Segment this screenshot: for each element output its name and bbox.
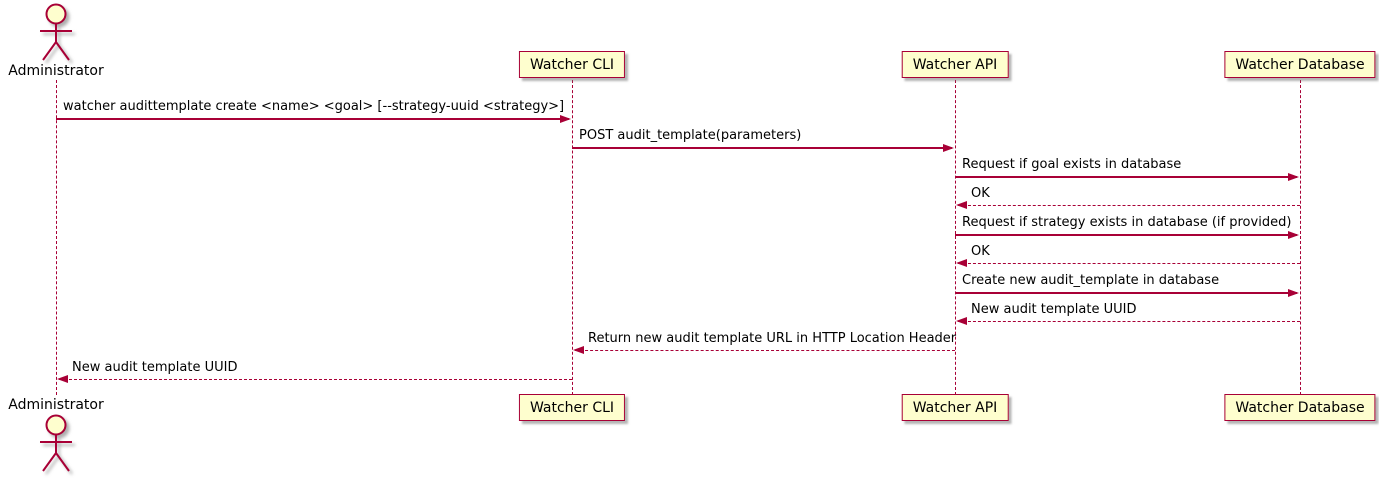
message-label-3: Request if goal exists in database	[962, 157, 1182, 172]
participant-watcher-cli-top: Watcher CLI	[518, 51, 626, 78]
message-arrowhead-2	[943, 143, 954, 152]
message-arrowhead-1	[560, 114, 571, 123]
participant-watcher-api-bottom: Watcher API	[901, 394, 1009, 421]
participant-watcher-database-bottom: Watcher Database	[1224, 394, 1376, 421]
message-line-5	[955, 234, 1297, 236]
participant-watcher-cli-bottom: Watcher CLI	[518, 394, 626, 421]
message-arrowhead-4	[956, 201, 967, 209]
message-arrowhead-9	[573, 346, 584, 354]
message-label-2: POST audit_template(parameters)	[579, 128, 802, 143]
lifeline-watcher-database	[1300, 80, 1301, 395]
participant-watcher-api-top: Watcher API	[901, 51, 1009, 78]
message-line-2	[572, 147, 952, 149]
actor-label-administrator-top: Administrator	[8, 63, 104, 79]
participant-watcher-database-top: Watcher Database	[1224, 51, 1376, 78]
lifeline-watcher-cli	[572, 80, 573, 395]
message-line-3	[955, 176, 1297, 178]
message-arrowhead-7	[1288, 288, 1299, 297]
message-arrowhead-5	[1288, 230, 1299, 239]
message-line-6	[958, 263, 1300, 264]
message-line-9	[575, 350, 955, 351]
lifeline-watcher-api	[955, 80, 956, 395]
message-line-7	[955, 292, 1297, 294]
actor-label-administrator-bottom: Administrator	[8, 397, 104, 413]
message-line-10	[59, 379, 572, 380]
message-arrowhead-3	[1288, 172, 1299, 181]
message-label-7: Create new audit_template in database	[962, 273, 1220, 288]
message-line-1	[56, 118, 569, 120]
message-label-4: OK	[971, 186, 990, 201]
message-arrowhead-10	[57, 375, 68, 383]
message-label-6: OK	[971, 244, 990, 259]
message-line-4	[958, 205, 1300, 206]
lifeline-administrator	[56, 80, 57, 395]
actor-figure-administrator-top	[40, 3, 72, 61]
message-label-9: Return new audit template URL in HTTP Lo…	[588, 331, 957, 346]
message-arrowhead-8	[956, 317, 967, 325]
message-label-8: New audit template UUID	[971, 302, 1137, 317]
message-label-5: Request if strategy exists in database (…	[962, 215, 1292, 230]
message-line-8	[958, 321, 1300, 322]
message-label-1: watcher audittemplate create <name> <goa…	[63, 99, 565, 114]
actor-figure-administrator-bottom	[40, 414, 72, 472]
message-label-10: New audit template UUID	[72, 360, 238, 375]
message-arrowhead-6	[956, 259, 967, 267]
